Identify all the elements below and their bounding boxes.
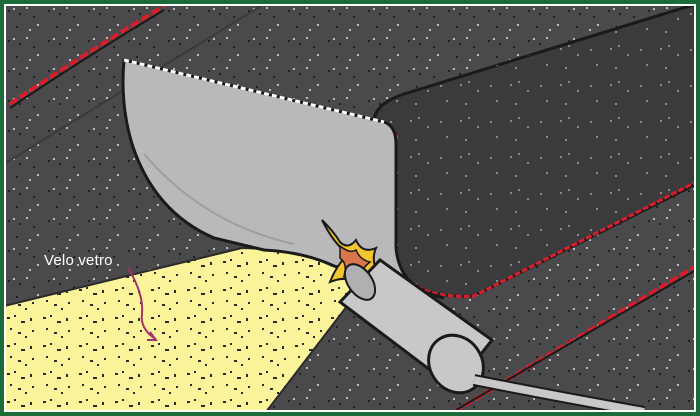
callout-label: Velo vetro bbox=[44, 252, 113, 269]
roofing-illustration bbox=[4, 4, 696, 412]
